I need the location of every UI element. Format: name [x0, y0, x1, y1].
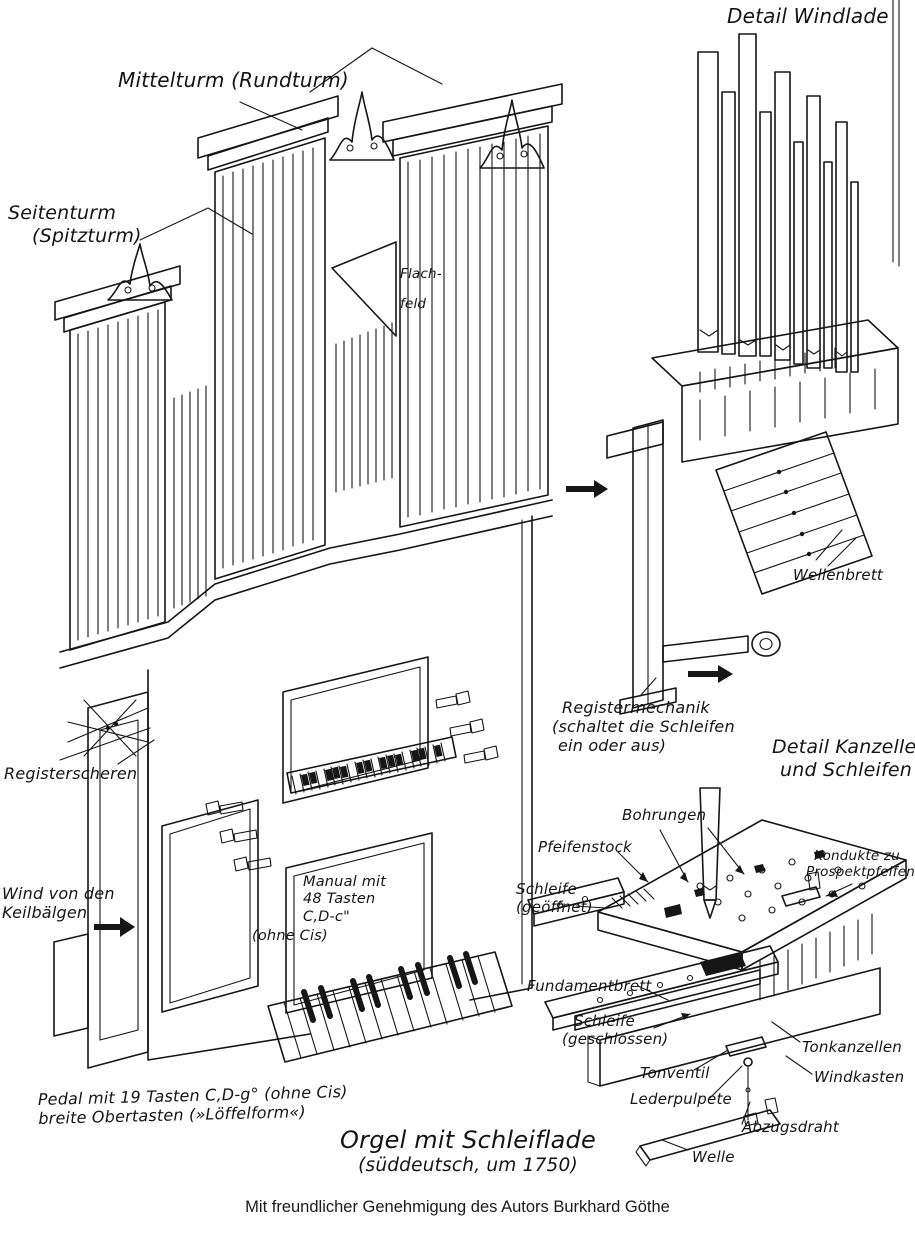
label-schleife-geoeffnet: Schleife (geöffnet) [516, 880, 593, 916]
label-flachfeld-line2: feld [400, 296, 427, 313]
fundament-and-windkasten [574, 967, 881, 1087]
pfeifenstock-board [597, 819, 907, 971]
label-wellenbrett: Wellenbrett [793, 566, 884, 584]
label-fundamentbrett: Fundamentbrett [527, 977, 652, 995]
label-pedal: Pedal mit 19 Tasten C,D-g° (ohne Cis) br… [38, 1082, 349, 1128]
label-mittelturm: Mittelturm (Rundturm) [118, 68, 349, 92]
label-windkasten: Windkasten [814, 1068, 905, 1086]
label-tonkanzellen: Tonkanzellen [802, 1038, 902, 1056]
middle-tower-crest-icon [329, 91, 395, 161]
credit-line: Mit freundlicher Genehmigung des Autors … [245, 1198, 670, 1216]
tonventil-and-pulldown [725, 1036, 767, 1121]
left-tower-crest-icon [107, 243, 173, 301]
register-scissors [59, 699, 151, 761]
registermechanik-drawing [566, 419, 781, 715]
label-detail-kanzelle-line2: und Schleifen [780, 758, 913, 781]
figure-title: Orgel mit Schleiflade (süddeutsch, um 17… [338, 1126, 598, 1177]
conduit-kondukte [781, 871, 821, 907]
label-lederpulpete: Lederpulpete [630, 1090, 732, 1108]
windlade-pipes [697, 0, 900, 373]
label-seitenturm-line1: Seitenturm [8, 202, 117, 224]
stop-knob [751, 631, 781, 657]
label-registermechanik: Registermechanik (schaltet die Schleifen… [552, 698, 735, 756]
label-manual-line4: (ohne Cis) [252, 928, 328, 944]
label-kondukte-line2: Prospektpfeifen [806, 864, 915, 881]
stop-knobs [205, 690, 499, 872]
in-out-arrow-icon [688, 665, 733, 683]
label-wind-line1: Wind von den [2, 884, 115, 903]
figure-title-main: Orgel mit Schleiflade [340, 1126, 596, 1154]
label-wind-line2: Keilbälgen [2, 903, 88, 923]
slider-open [527, 877, 625, 927]
label-seitenturm-line2: (Spitzturm) [32, 224, 142, 247]
label-pfeifenstock: Pfeifenstock [538, 838, 632, 856]
label-registermechanik-line1: Registermechanik [562, 698, 710, 717]
label-detail-kanzelle: Detail Kanzelle und Schleifen [772, 736, 915, 782]
pedalboard [267, 951, 513, 1063]
main-organ-case [53, 83, 563, 1069]
label-manual-line2: 48 Tasten [303, 891, 376, 908]
label-seitenturm: Seitenturm (Spitzturm) [8, 202, 142, 248]
label-registermechanik-line2: (schaltet die Schleifen [552, 717, 735, 737]
label-manual-line3: C,D-c" [303, 908, 350, 925]
windlade-chest [651, 319, 899, 463]
label-bohrungen: Bohrungen [622, 806, 707, 824]
detail-windlade-drawing [651, 0, 900, 595]
label-registermechanik-line3: ein oder aus) [558, 736, 667, 756]
label-registerscheren: Registerscheren [4, 764, 138, 783]
figure-title-sub: (süddeutsch, um 1750) [358, 1154, 578, 1176]
manual-black-keys [301, 744, 443, 786]
leader-lines [94, 47, 857, 1151]
impost-moulding [59, 499, 553, 669]
label-schleife-geoeffnet-line1: Schleife [516, 880, 577, 898]
middle-round-tower [197, 91, 395, 580]
label-detail-windlade: Detail Windlade [727, 4, 889, 28]
tonkanzellen-channels [759, 913, 873, 1001]
label-schleife-geschlossen-line1: Schleife [574, 1012, 635, 1030]
label-tonventil: Tonventil [640, 1064, 710, 1082]
label-abzugsdraht: Abzugsdraht [742, 1118, 839, 1136]
standing-pipe [699, 787, 721, 919]
label-manual-line1: Manual mit [303, 874, 387, 890]
stop-action-rod [662, 635, 749, 663]
label-kondukte-line1: Kondukte zu [814, 848, 900, 864]
wind-arrow-icon [94, 917, 135, 937]
pedal-sharp-keys [301, 951, 478, 1023]
detail-kanzelle-drawing [527, 787, 907, 1167]
welle-roller [635, 1097, 781, 1167]
direction-arrow-icon [566, 480, 608, 498]
label-schleife-geschlossen-line2: (geschlossen) [562, 1030, 669, 1048]
left-side-tower [54, 243, 181, 651]
label-flachfeld-line1: Flach- [400, 266, 442, 282]
label-detail-kanzelle-line1: Detail Kanzelle [772, 736, 915, 758]
flat-pipe-fields [173, 241, 397, 609]
right-tower-crest-icon [479, 99, 545, 169]
label-schleife-geschlossen: Schleife (geschlossen) [562, 1012, 668, 1048]
label-manual: Manual mit 48 Tasten C,D-c" [303, 874, 386, 926]
right-tower [382, 83, 563, 528]
lederpulpete-pouch [743, 1057, 753, 1067]
label-flachfeld: Flach- feld [400, 266, 442, 312]
label-wind: Wind von den Keilbälgen [2, 884, 115, 922]
slider-closed [544, 945, 779, 1031]
label-kondukte: Kondukte zu Prospektpfeifen [806, 848, 915, 880]
label-welle: Welle [692, 1148, 735, 1166]
manual-keyboard [286, 736, 457, 795]
label-schleife-geoeffnet-line2: (geöffnet) [516, 898, 593, 916]
rollerboard-wellenbrett [715, 431, 873, 595]
